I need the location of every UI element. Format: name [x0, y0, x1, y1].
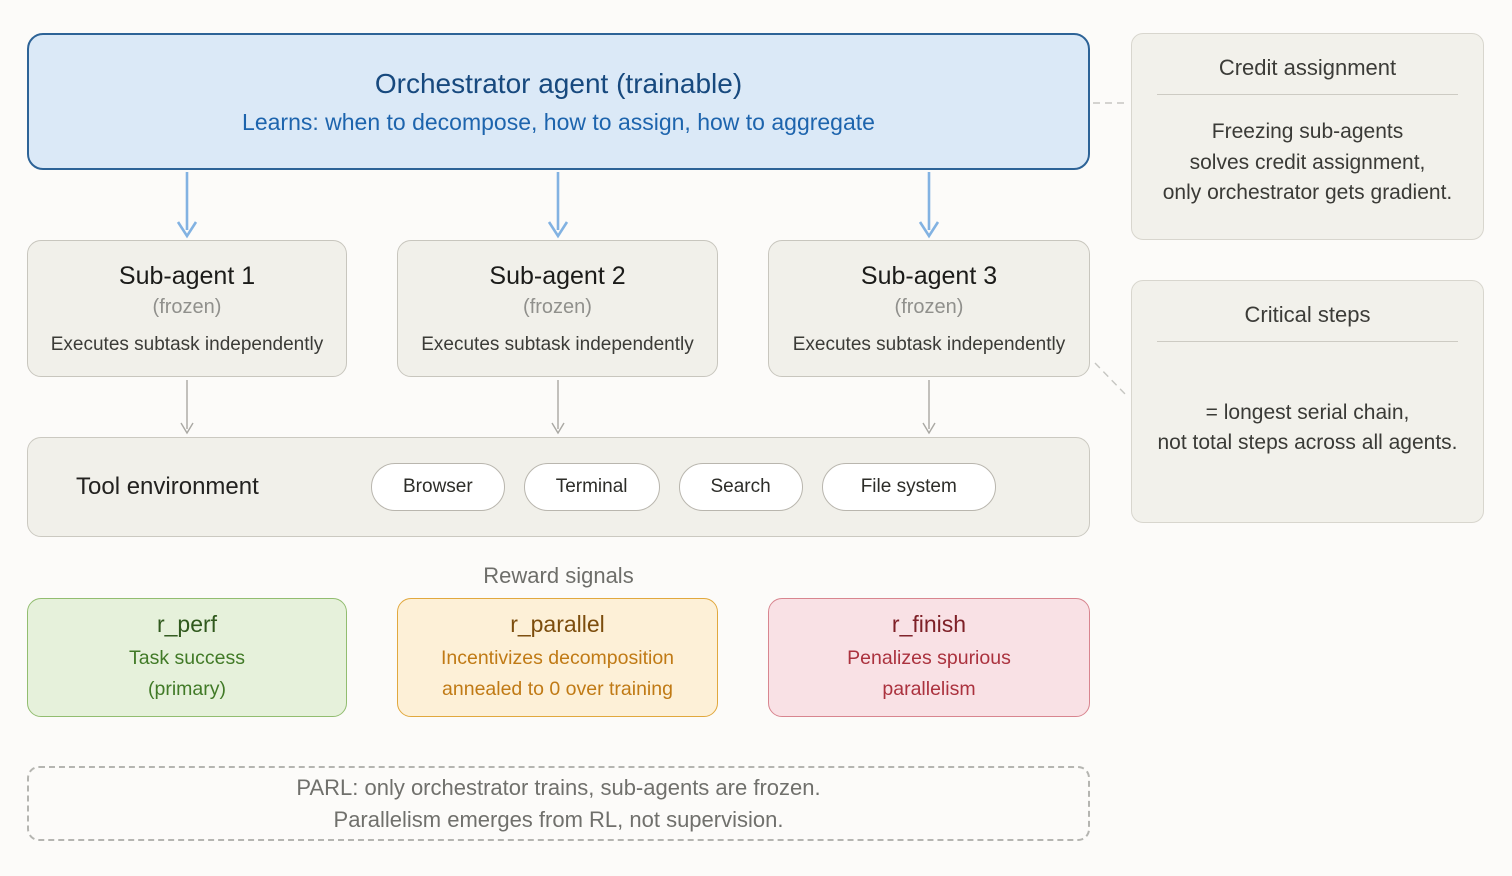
subagent3-state: (frozen)	[894, 295, 964, 318]
subagent2-title: Sub-agent 2	[489, 261, 626, 290]
critical-steps-line2: not total steps across all agents.	[1157, 431, 1458, 454]
subagent2-state: (frozen)	[523, 295, 592, 318]
reward-r-parallel-title: r_parallel	[510, 610, 605, 637]
reward-r-finish-line1: Penalizes spurious	[847, 646, 1011, 669]
critical-steps-line1: = longest serial chain,	[1205, 400, 1410, 424]
reward-signals-label: Reward signals	[483, 563, 634, 588]
tool-pill-search: Search	[678, 463, 803, 511]
critical-steps-title: Critical steps	[1244, 302, 1371, 327]
critical-steps-divider	[1157, 341, 1458, 342]
orchestrator-to-subagent1-arrow	[176, 172, 198, 239]
reward-r-parallel-box: r_parallel Incentivizes decomposition an…	[397, 598, 718, 717]
credit-assignment-body: Freezing sub-agents solves credit assign…	[1163, 95, 1453, 239]
credit-assignment-note: Credit assignment Freezing sub-agents so…	[1131, 33, 1484, 240]
subagent2-to-tools-arrow	[551, 380, 565, 435]
reward-r-finish-box: r_finish Penalizes spurious parallelism	[768, 598, 1090, 717]
orchestrator-to-subagent2-arrow	[547, 172, 569, 239]
subagent1-to-tools-arrow	[180, 380, 194, 435]
subagent3-to-tools-arrow	[922, 380, 936, 435]
summary-line1: PARL: only orchestrator trains, sub-agen…	[296, 775, 821, 801]
reward-r-parallel-line1: Incentivizes decomposition	[440, 646, 675, 669]
subagent3-box: Sub-agent 3 (frozen) Executes subtask in…	[768, 240, 1090, 377]
tool-pill-terminal: Terminal	[523, 463, 660, 511]
subagent1-box: Sub-agent 1 (frozen) Executes subtask in…	[27, 240, 347, 377]
credit-assignment-line2: solves credit assignment,	[1189, 150, 1426, 174]
orchestrator-title: Orchestrator agent (trainable)	[374, 67, 743, 99]
credit-assignment-line1: Freezing sub-agents	[1211, 120, 1404, 144]
critical-steps-note: Critical steps = longest serial chain, n…	[1131, 280, 1484, 523]
subagent2-box: Sub-agent 2 (frozen) Executes subtask in…	[397, 240, 718, 377]
orchestrator-box: Orchestrator agent (trainable) Learns: w…	[27, 33, 1090, 170]
subagent3-to-critical-note-connector	[1094, 362, 1129, 398]
reward-r-finish-title: r_finish	[891, 610, 967, 637]
tool-environment-box: Tool environment Browser Terminal Search…	[27, 437, 1090, 537]
summary-line2: Parallelism emerges from RL, not supervi…	[333, 806, 784, 832]
subagent2-description: Executes subtask independently	[421, 333, 694, 355]
subagent1-description: Executes subtask independently	[50, 333, 324, 355]
orchestrator-to-subagent3-arrow	[918, 172, 940, 239]
credit-assignment-title: Credit assignment	[1218, 55, 1397, 80]
subagent1-state: (frozen)	[152, 295, 222, 318]
reward-r-perf-title: r_perf	[156, 610, 218, 637]
tool-pill-browser: Browser	[371, 463, 505, 511]
credit-assignment-line3: only orchestrator gets gradient.	[1162, 181, 1453, 205]
summary-box: PARL: only orchestrator trains, sub-agen…	[27, 766, 1090, 841]
reward-r-finish-line2: parallelism	[882, 677, 976, 700]
reward-r-perf-box: r_perf Task success (primary)	[27, 598, 347, 717]
subagent3-description: Executes subtask independently	[792, 333, 1066, 355]
tool-pill-file-system: File system	[821, 463, 996, 511]
reward-r-perf-line1: Task success	[129, 646, 245, 669]
tool-pills: Browser Terminal Search File system	[371, 438, 996, 536]
subagent3-title: Sub-agent 3	[860, 261, 998, 290]
critical-steps-body: = longest serial chain, not total steps …	[1158, 342, 1458, 522]
reward-r-perf-line2: (primary)	[148, 677, 226, 700]
subagent1-title: Sub-agent 1	[118, 261, 256, 290]
orchestrator-subtitle: Learns: when to decompose, how to assign…	[242, 108, 875, 135]
reward-r-parallel-line2: annealed to 0 over training	[442, 677, 673, 700]
tool-environment-label: Tool environment	[76, 473, 259, 500]
credit-assignment-divider	[1157, 94, 1458, 95]
